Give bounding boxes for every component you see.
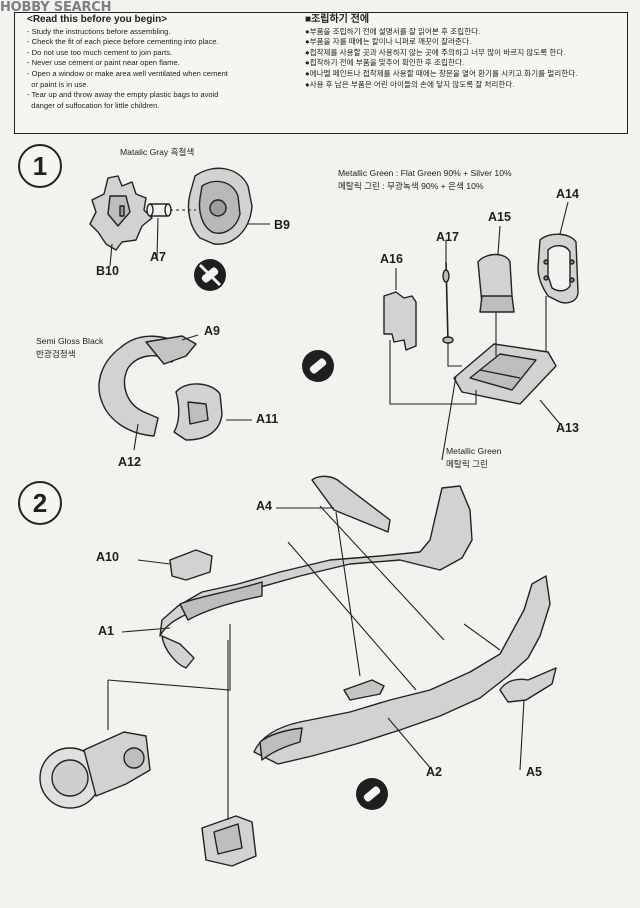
cement-icon [356,778,388,810]
engine-assembly [39,731,151,809]
paint-note-step2-en: Metallic Green [446,446,502,456]
fuselage-a1 [159,485,473,669]
part-label-a2: A2 [426,765,442,779]
part-label-a13: A13 [556,421,579,435]
english-line: - Check the fit of each piece before cem… [27,37,219,47]
korean-line: ●사용 후 남은 부품은 어린 아이들의 손에 닿지 않도록 잘 처리한다. [305,79,515,89]
paint-note-engine: Matalic Gray 흑철색 [120,147,195,157]
korean-line: ●부품을 자를 때에는 칼이나 니퍼로 깨끗이 잘라준다. [305,37,472,47]
korean-heading: ■조립하기 전에 [305,14,370,25]
paint-note-cowl-ko: 반광검정색 [36,349,76,359]
cement-icon [302,350,334,382]
korean-line: ●접착하기 전에 부품을 맞추어 확인한 후 조립한다. [305,58,465,68]
english-line: - Study the instructions before assembli… [27,26,171,36]
korean-line: ●부품을 조립하기 전에 설명서를 잘 읽어본 후 조립한다. [305,26,481,36]
tail-a5 [499,667,557,703]
english-line: - Do not use too much cement to join par… [27,47,173,57]
part-label-a5: A5 [526,765,542,779]
engine-b10 [89,175,153,251]
english-line: - Open a window or make area well ventil… [27,68,228,78]
paint-note-cowl-en: Semi Gloss Black [36,336,104,346]
canopy-part-a10 [169,549,213,581]
engine-b9 [187,167,253,245]
tail-a4 [311,475,391,533]
english-line: danger of suffocation for little childre… [27,100,160,110]
paint-note-cockpit-ko: 메탈릭 그린 : 무광녹색 90% + 은색 10% [338,181,484,191]
seat-a15 [477,253,515,313]
part-label-a7: A7 [150,250,166,264]
no-cement-icon [194,259,226,291]
paint-note-cockpit-en: Metallic Green : Flat Green 90% + Silver… [338,168,512,178]
part-label-a4: A4 [256,499,272,513]
part-label-a15: A15 [488,210,511,224]
part-label-a1: A1 [98,624,114,638]
part-label-a17: A17 [436,230,459,244]
english-line: - Tear up and throw away the empty plast… [27,90,219,100]
korean-line: ●접착제를 사용할 곳과 사용하지 않는 곳에 주의하고 너무 많이 바르지 않… [305,47,566,57]
step-number-1: 1 [18,144,62,188]
part-label-a12: A12 [118,455,141,469]
part-label-b9: B9 [274,218,290,232]
paint-note-step2-ko: 메탈릭 그린 [446,459,488,469]
fuselage-a2 [253,575,551,765]
english-line: or paint is in use. [27,79,89,89]
english-line: - Never use cement or paint near open fl… [27,58,180,68]
part-a16 [383,291,417,351]
english-instructions: <Read this before you begin> - Study the… [27,14,297,111]
cockpit-floor-a13 [453,343,557,405]
korean-line: ●에나멜 페인트나 접착제를 사용할 때에는 창문을 열어 환기를 시키고 화기… [305,68,578,78]
cowling-a11 [173,383,223,441]
cowling-a9 [145,335,197,365]
instrument-panel-part [201,815,257,867]
propeller-shaft-a7 [146,203,172,217]
korean-instructions: ■조립하기 전에 ●부품을 조립하기 전에 설명서를 잘 읽어본 후 조립한다.… [305,14,617,90]
part-label-a14: A14 [556,187,579,201]
part-label-b10: B10 [96,264,119,278]
watermark: HOBBY SEARCH [0,0,112,15]
part-label-a11: A11 [256,412,279,426]
part-a17 [442,261,454,344]
before-you-begin-box: <Read this before you begin> - Study the… [14,12,628,134]
bulkhead-a14 [537,233,579,304]
part-label-a16: A16 [380,252,403,266]
part-label-a10: A10 [96,550,119,564]
part-label-a9: A9 [204,324,220,338]
english-heading: <Read this before you begin> [27,14,168,25]
step-number-2: 2 [18,481,62,525]
